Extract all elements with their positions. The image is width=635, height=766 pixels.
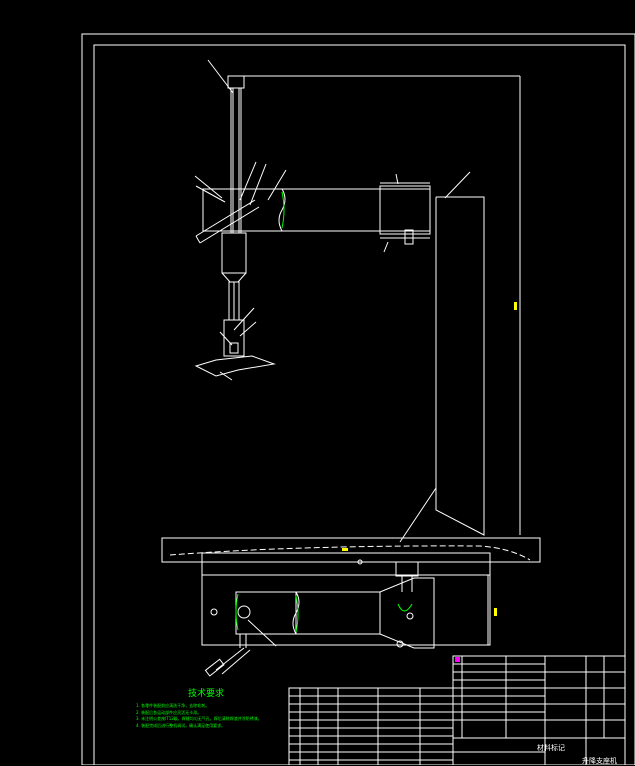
title-block-drawing-name: 升降支座机 — [582, 757, 617, 765]
handle-lever — [195, 199, 260, 244]
horizontal-arm — [202, 182, 431, 245]
technical-note-3: 3. 未注明公差按IT12级，焊缝均匀无气孔，焊后清除焊渣并涂防锈漆。 — [136, 716, 262, 721]
technical-notes-list: 1. 各零件装配前应清洗干净，去除毛刺。 2. 装配后各运动部件应灵活无卡滞。 … — [136, 703, 262, 729]
inner-border — [93, 44, 626, 765]
vertical-spindle — [194, 75, 276, 381]
technical-note-2: 2. 装配后各运动部件应灵活无卡滞。 — [136, 709, 202, 715]
outer-border — [81, 33, 635, 765]
dimension-marks — [342, 302, 517, 616]
technical-note-4: 4. 装配完成后进行整机调试，确认满足使用要求。 — [136, 722, 226, 728]
technical-note-1: 1. 各零件装配前应清洗干净，去除毛刺。 — [136, 703, 210, 708]
c-frame-column — [240, 75, 521, 543]
leader-lines — [194, 59, 471, 647]
weld-seams — [235, 191, 413, 633]
parts-list-table — [288, 687, 454, 765]
base-plate — [161, 537, 541, 677]
accent-marker — [455, 657, 460, 662]
title-block-material-label: 材料标记 — [537, 744, 565, 752]
title-block-table — [452, 655, 626, 765]
technical-requirements-title: 技术要求 — [188, 689, 225, 699]
